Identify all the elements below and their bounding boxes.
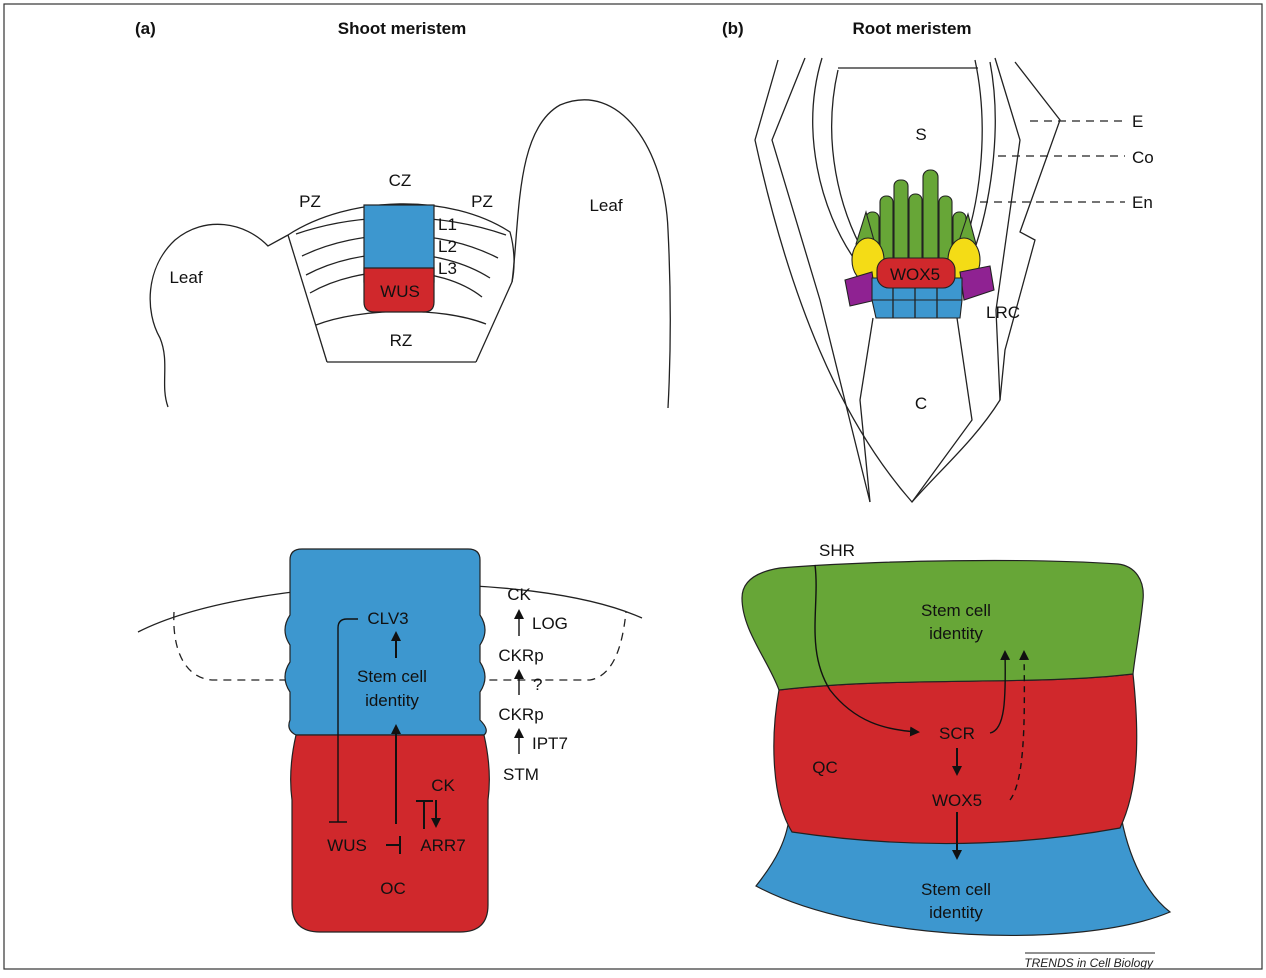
purple-initial-left bbox=[845, 272, 876, 306]
lrc-label: LRC bbox=[986, 303, 1020, 322]
root-tip-schematic: WOX5 S LRC C E Co En bbox=[755, 58, 1154, 502]
left-leaf-outline bbox=[150, 224, 288, 407]
oc-region bbox=[291, 735, 490, 932]
qc-label: QC bbox=[812, 758, 838, 777]
cortex-line-right-2 bbox=[970, 62, 995, 262]
leaf-left-label: Leaf bbox=[169, 268, 202, 287]
wus-regulator-label: WUS bbox=[327, 836, 367, 855]
co-label: Co bbox=[1132, 148, 1154, 167]
lrc-inner-outline-right bbox=[995, 58, 1020, 400]
s-label: S bbox=[915, 125, 926, 144]
stem-cell-label-line1: Stem cell bbox=[357, 667, 427, 686]
root-stem-top-line1: Stem cell bbox=[921, 601, 991, 620]
ckrp-lower-label: CKRp bbox=[498, 705, 543, 724]
e-label: E bbox=[1132, 112, 1143, 131]
root-stem-bottom-line1: Stem cell bbox=[921, 880, 991, 899]
panel-b: (b) Root meristem bbox=[722, 19, 1170, 935]
initial-cell-3 bbox=[894, 180, 908, 264]
wus-label: WUS bbox=[380, 282, 420, 301]
arr7-label: ARR7 bbox=[420, 836, 465, 855]
panel-b-title: Root meristem bbox=[852, 19, 971, 38]
layer-l2-label: L2 bbox=[438, 237, 457, 256]
rz-label: RZ bbox=[390, 331, 413, 350]
initial-cell-4 bbox=[909, 194, 922, 264]
columella-left-line bbox=[860, 318, 873, 502]
question-label: ? bbox=[533, 675, 542, 694]
stm-label: STM bbox=[503, 765, 539, 784]
root-stem-top-line2: identity bbox=[929, 624, 983, 643]
oc-label: OC bbox=[380, 879, 406, 898]
log-label: LOG bbox=[532, 614, 568, 633]
ckrp-upper-label: CKRp bbox=[498, 646, 543, 665]
shr-label: SHR bbox=[819, 541, 855, 560]
credit-label: TRENDS in Cell Biology bbox=[1024, 956, 1154, 970]
purple-initial-right bbox=[960, 266, 994, 300]
layer-l3-label: L3 bbox=[438, 259, 457, 278]
shoot-regulatory-schematic: CLV3 Stem cell identity CK WUS ARR7 OC C… bbox=[138, 549, 642, 932]
initial-cell-5 bbox=[923, 170, 938, 264]
oc-ck-label: CK bbox=[431, 776, 455, 795]
right-leaf-outline bbox=[512, 100, 670, 408]
panel-a: (a) Shoot meristem Leaf Leaf PZ PZ CZ L1… bbox=[135, 19, 670, 932]
ipt7-label: IPT7 bbox=[532, 734, 568, 753]
leaf-right-label: Leaf bbox=[589, 196, 622, 215]
ck-top-label: CK bbox=[507, 585, 531, 604]
en-label: En bbox=[1132, 193, 1153, 212]
pz-right-label: PZ bbox=[471, 192, 493, 211]
panel-a-letter: (a) bbox=[135, 19, 156, 38]
pz-left-label: PZ bbox=[299, 192, 321, 211]
panel-a-title: Shoot meristem bbox=[338, 19, 466, 38]
columella-initials-row bbox=[872, 300, 962, 318]
stem-cell-label-line2: identity bbox=[365, 691, 419, 710]
c-label: C bbox=[915, 394, 927, 413]
root-stem-bottom-line2: identity bbox=[929, 903, 983, 922]
panel-b-letter: (b) bbox=[722, 19, 744, 38]
wox5-regulator-label: WOX5 bbox=[932, 791, 982, 810]
rz-top-boundary bbox=[316, 311, 486, 325]
wox5-root-label: WOX5 bbox=[890, 265, 940, 284]
shoot-apex-schematic: Leaf Leaf PZ PZ CZ L1 L2 L3 WUS RZ bbox=[150, 100, 670, 408]
layer-l1-label: L1 bbox=[438, 215, 457, 234]
clv3-label: CLV3 bbox=[367, 609, 408, 628]
cz-label: CZ bbox=[389, 171, 412, 190]
root-regulatory-schematic: SHR Stem cell identity QC SCR WOX5 Stem … bbox=[742, 541, 1170, 935]
scr-label: SCR bbox=[939, 724, 975, 743]
